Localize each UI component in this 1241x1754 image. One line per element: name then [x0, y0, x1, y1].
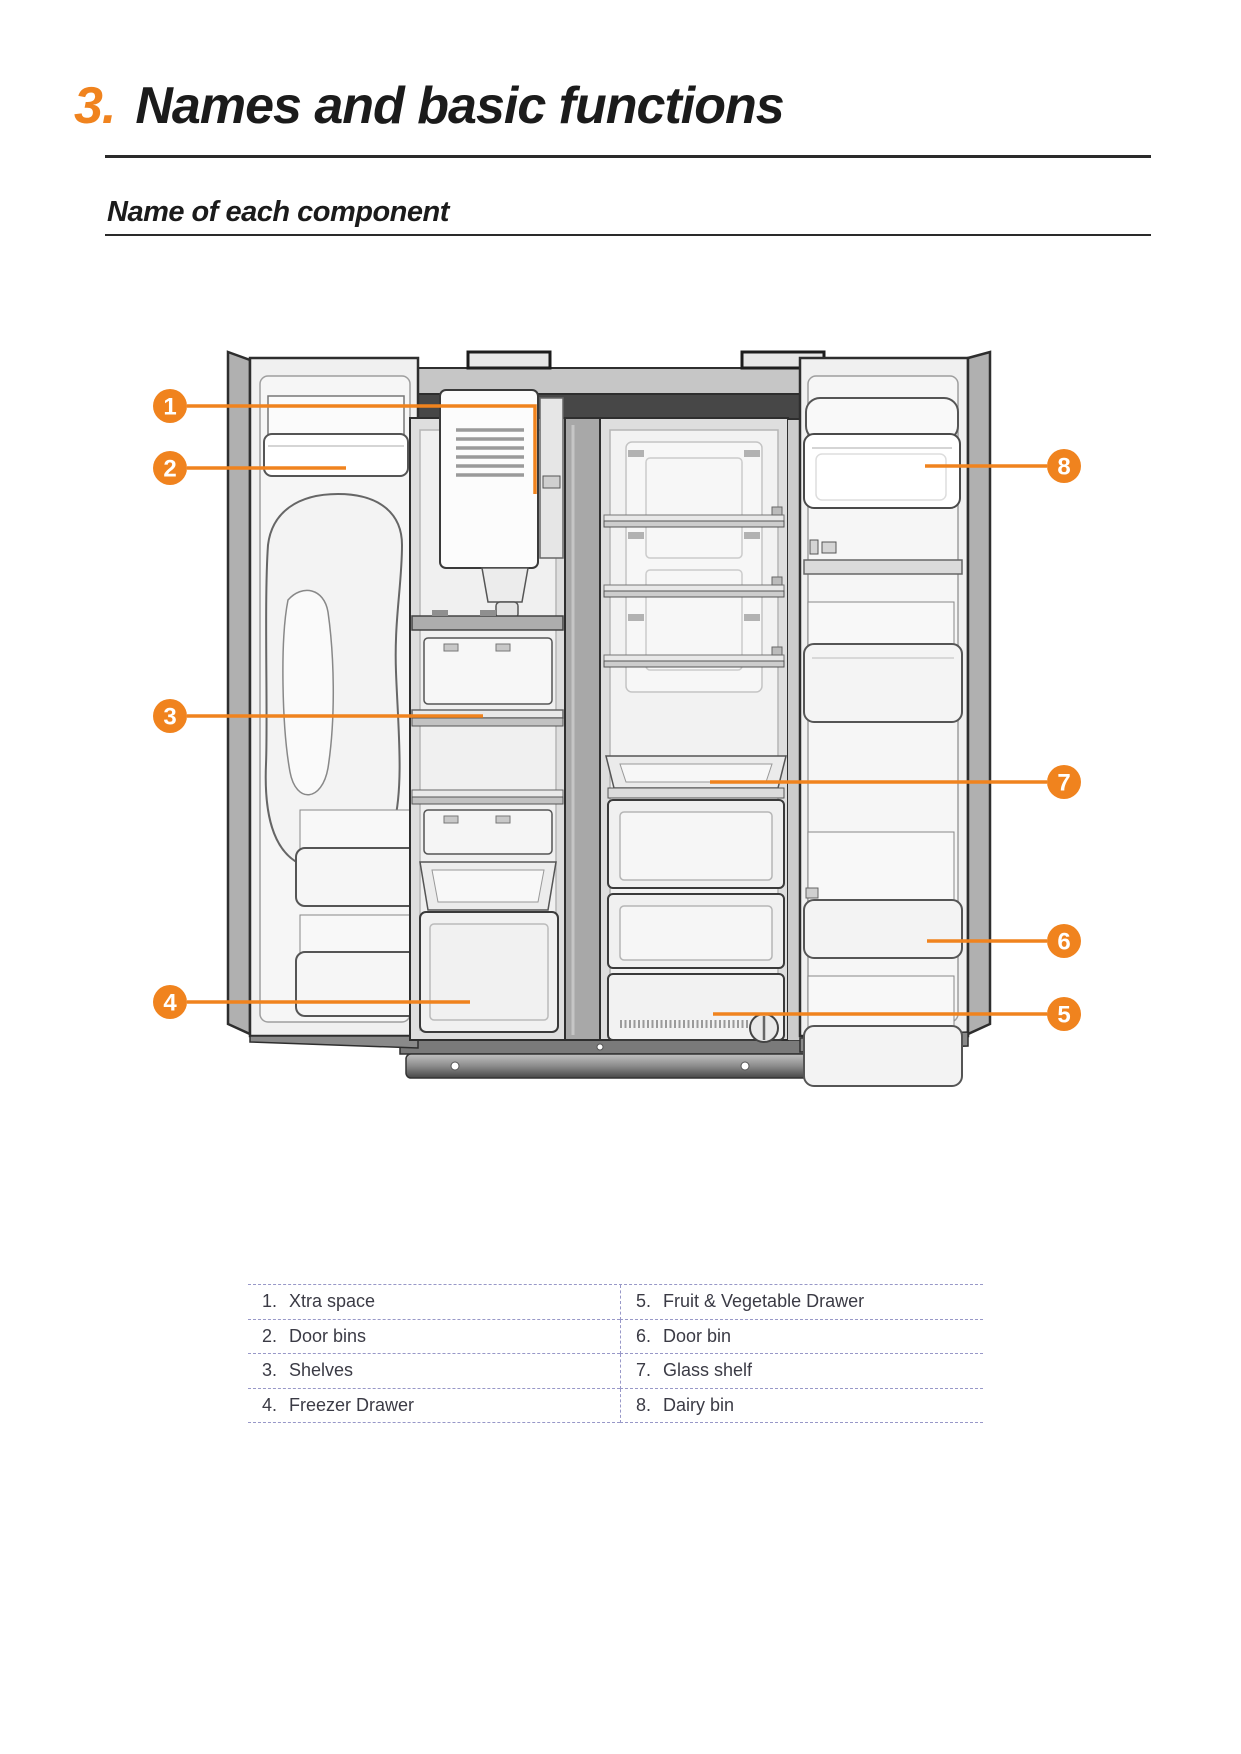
chapter-title-rule [105, 155, 1151, 158]
right-door-bin [803, 831, 963, 959]
right-door [788, 350, 992, 1087]
table-cell: 4. Freezer Drawer [248, 1389, 620, 1423]
callout-7-circle [1047, 765, 1081, 799]
table-item-label: Freezer Drawer [289, 1394, 415, 1415]
callout-8-number: 8 [1057, 454, 1070, 481]
callout-5-number: 5 [1057, 1002, 1070, 1029]
table-item-label: Glass shelf [663, 1360, 753, 1381]
table-cell: 5. Fruit & Vegetable Drawer [620, 1285, 983, 1320]
freezer-compartment [409, 389, 566, 1041]
ice-maker [439, 389, 539, 619]
center-mullion [564, 417, 601, 1041]
right-door-bottom-bin [803, 975, 963, 1087]
table-item-number: 5. [636, 1291, 652, 1312]
table-cell: 2. Door bins [248, 1320, 620, 1354]
callout-6-circle [1047, 924, 1081, 958]
callout-badges: 1 2 3 4 5 6 7 8 [153, 389, 1081, 1031]
table-cell: 3. Shelves [248, 1354, 620, 1389]
table-item-label: Xtra space [289, 1291, 376, 1312]
table-item-number: 8. [636, 1394, 652, 1415]
fridge-shelves [603, 506, 785, 668]
fridge-drawers [607, 799, 785, 1043]
callout-7-number: 7 [1057, 770, 1070, 797]
table-item-label: Door bin [663, 1325, 732, 1346]
chapter-number: 3. [74, 77, 116, 135]
table-item-label: Shelves [289, 1360, 354, 1381]
callout-3-number: 3 [163, 704, 176, 731]
glass-shelf [605, 755, 787, 799]
callout-1-circle [153, 389, 187, 423]
table-item-label: Dairy bin [663, 1394, 735, 1415]
table-item-label: Fruit & Vegetable Drawer [663, 1291, 865, 1312]
callout-4-circle [153, 985, 187, 1019]
table-cell: 6. Door bin [620, 1319, 983, 1354]
callout-1-line [187, 404, 537, 494]
dispenser-housing [264, 492, 404, 870]
back-panel [625, 441, 763, 693]
table-item-number: 2. [262, 1325, 278, 1346]
section-title-rule [105, 234, 1151, 236]
fridge-compartment [599, 417, 789, 1043]
callout-5-circle [1047, 997, 1081, 1031]
table-item-number: 4. [262, 1394, 278, 1415]
fruit-vegetable-drawer [607, 973, 785, 1043]
callout-2-number: 2 [163, 456, 176, 483]
callout-8-circle [1047, 449, 1081, 483]
right-door-middle-bin [803, 601, 963, 723]
callout-3-circle [153, 699, 187, 733]
callout-2-circle [153, 451, 187, 485]
table-item-label: Door bins [289, 1325, 367, 1346]
left-door-top-bin [263, 395, 409, 477]
callout-1-number: 1 [163, 394, 176, 421]
table-item-number: 3. [262, 1360, 278, 1381]
callout-6-number: 6 [1057, 929, 1070, 956]
freezer-drawer [419, 861, 559, 1033]
callout-4-number: 4 [163, 990, 177, 1017]
table-item-number: 7. [636, 1360, 652, 1381]
section-title: Name of each component [107, 196, 449, 228]
freezer-shelves [411, 610, 564, 855]
component-table: 1. Xtra space 5. Fruit & Vegetable Drawe… [248, 1284, 983, 1423]
left-door-lower-bins [295, 809, 425, 1017]
table-cell: 1. Xtra space [248, 1285, 620, 1320]
chapter-heading: 3. Names and basic functions [74, 76, 785, 136]
left-door [226, 350, 425, 1049]
table-item-number: 6. [636, 1325, 652, 1346]
table-cell: 8. Dairy bin [620, 1388, 983, 1423]
callout-lines [187, 404, 1047, 1016]
dairy-bin [803, 397, 961, 509]
table-cell: 7. Glass shelf [620, 1354, 983, 1389]
table-item-number: 1. [262, 1291, 278, 1312]
chapter-title: Names and basic functions [135, 77, 784, 135]
